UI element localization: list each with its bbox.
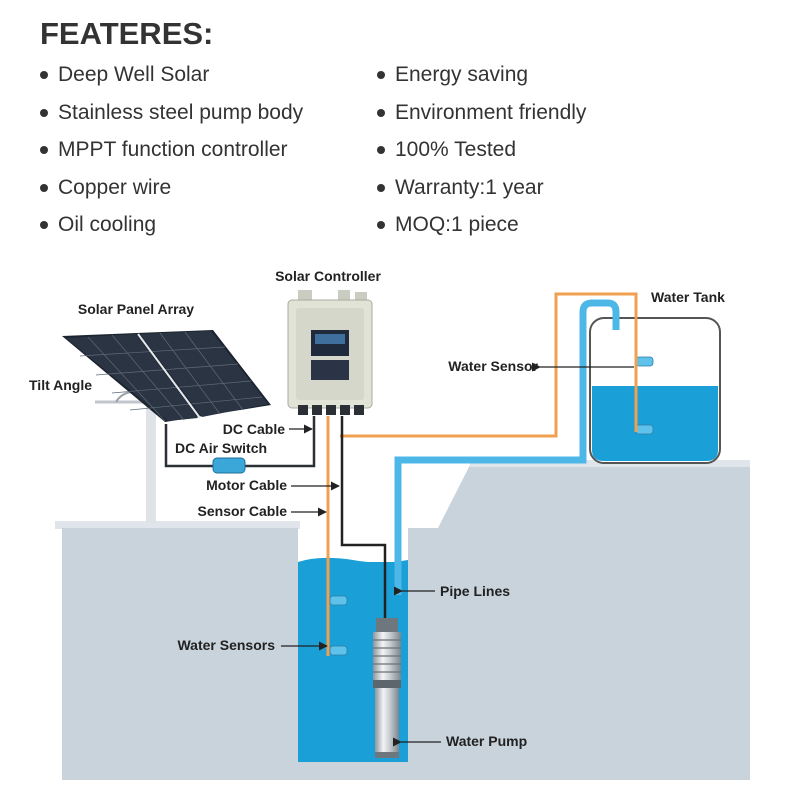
feature-item: Copper wire <box>40 173 303 211</box>
motor-cable <box>340 416 387 625</box>
feature-item: Stainless steel pump body <box>40 98 303 136</box>
label-water-sensors: Water Sensors <box>177 637 275 653</box>
feature-item: Oil cooling <box>40 210 303 248</box>
tank-sensor-lower <box>635 424 654 435</box>
sensor-cables <box>326 292 638 656</box>
ground-left <box>62 465 750 780</box>
label-sensor-cable: Sensor Cable <box>198 503 288 519</box>
features-list-right: Energy saving Environment friendly 100% … <box>377 60 586 248</box>
well-sensor-upper <box>329 595 348 606</box>
solar-panel-array <box>62 330 271 422</box>
label-pipe-lines: Pipe Lines <box>440 583 510 599</box>
label-dc-air-switch: DC Air Switch <box>175 440 267 456</box>
tank-sensor-upper <box>635 356 654 367</box>
features-list-left: Deep Well Solar Stainless steel pump bod… <box>40 60 303 248</box>
label-water-pump: Water Pump <box>446 733 527 749</box>
feature-item: MPPT function controller <box>40 135 303 173</box>
feature-item: Environment friendly <box>377 98 586 136</box>
feature-item: Deep Well Solar <box>40 60 303 98</box>
water-tank <box>589 317 721 464</box>
feature-item: Energy saving <box>377 60 586 98</box>
label-tilt-angle: Tilt Angle <box>29 377 92 393</box>
feature-item: MOQ:1 piece <box>377 210 586 248</box>
label-water-tank: Water Tank <box>651 289 725 305</box>
dc-air-switch <box>212 457 246 474</box>
well-sensor-lower <box>329 645 348 656</box>
features-heading: FEATERES: <box>40 16 214 51</box>
feature-item: 100% Tested <box>377 135 586 173</box>
water-pump <box>373 618 401 758</box>
pipe-line <box>394 299 620 595</box>
feature-item: Warranty:1 year <box>377 173 586 211</box>
label-solar-controller: Solar Controller <box>275 268 381 284</box>
label-solar-panel-array: Solar Panel Array <box>78 301 194 317</box>
callout-arrows <box>281 362 634 747</box>
label-dc-cable: DC Cable <box>223 421 285 437</box>
solar-controller <box>287 290 373 415</box>
label-motor-cable: Motor Cable <box>206 477 287 493</box>
label-water-sensor: Water Sensor <box>448 358 538 374</box>
